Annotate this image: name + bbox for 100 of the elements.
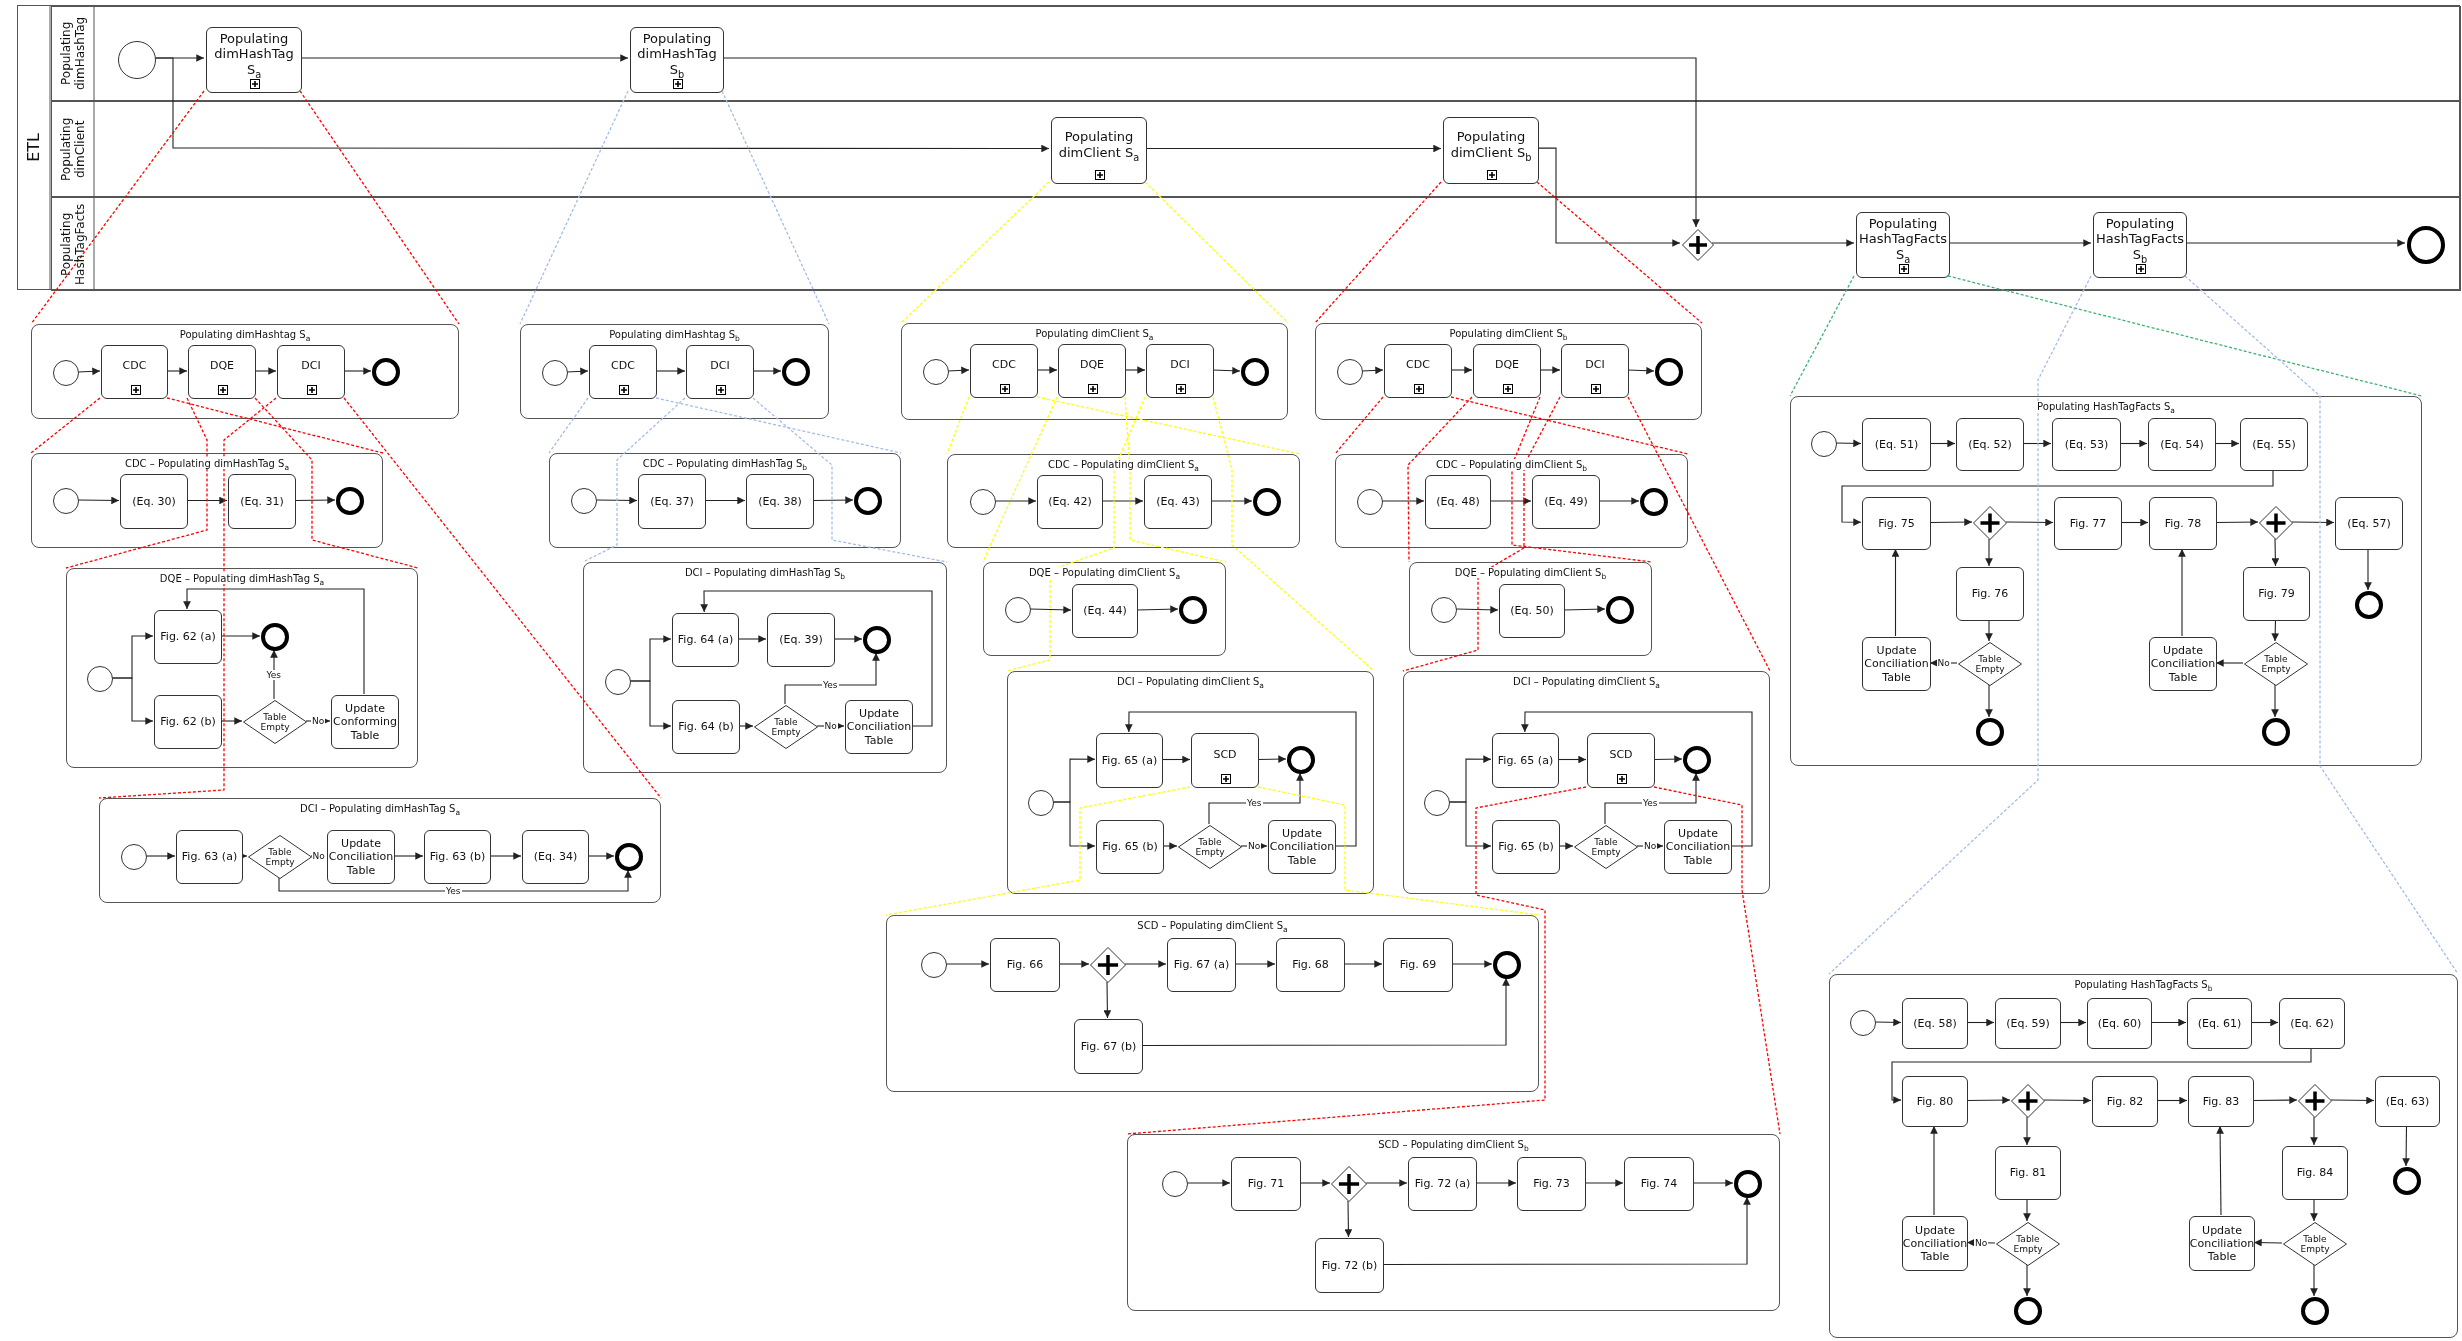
arrow (1966, 1018, 1995, 1027)
end-event-circle (863, 626, 891, 654)
arrow (1558, 842, 1574, 850)
end-event-circle (1606, 596, 1634, 624)
task-box (1532, 475, 1600, 529)
subprocess-title: Populating HashTagFacts S$_{a}$ (2035, 401, 2177, 412)
arrow (1563, 605, 1606, 614)
task-label: (Eq. 50) (1509, 604, 1555, 618)
decision-diamond (2283, 1222, 2347, 1266)
task-label: Fig. 63 (a) (180, 850, 239, 864)
arrow (2271, 619, 2280, 642)
task-label: Fig. 65 (a) (1100, 753, 1159, 768)
task-box (176, 830, 243, 884)
subprocess-title: DCI – Populating dimClient S$_{a}$ (1115, 676, 1266, 687)
subprocess-frame (1409, 562, 1652, 656)
connector-line (519, 90, 629, 325)
arrow (2022, 439, 2052, 448)
arrow (1136, 605, 1179, 614)
arrow (1210, 497, 1253, 505)
subprocess-title: Populating dimClient S$_{a}$ (1033, 328, 1156, 339)
task-label: DQE (1078, 358, 1106, 372)
subprocess-frame (1403, 671, 1770, 894)
swimlane (51, 197, 2461, 291)
task-box (522, 830, 589, 884)
task-box (746, 474, 814, 529)
task-box (1425, 475, 1491, 529)
connector-line (1627, 396, 1771, 672)
task-box (1074, 1019, 1143, 1074)
subprocess-frame (99, 798, 661, 903)
task-label: Fig. 81 (2008, 1166, 2048, 1180)
start-event-circle (121, 844, 147, 870)
start-event-circle (1424, 790, 1450, 816)
connector-line (946, 396, 970, 455)
arrow (393, 852, 424, 860)
decision-label: Table Empty (770, 717, 802, 737)
subprocess-frame (886, 915, 1539, 1092)
task-box (2054, 497, 2122, 550)
arrow (2214, 439, 2240, 448)
task-label: (Eq. 48) (1435, 495, 1481, 509)
arrow (2150, 1018, 2187, 1027)
arrow (1124, 366, 1146, 374)
connector-line (343, 397, 662, 799)
end-event-circle (1683, 746, 1711, 774)
gateway-diamond (2011, 1084, 2045, 1118)
arrow (1162, 842, 1178, 850)
task-box (686, 345, 754, 399)
subprocess-title: DCI – Populating dimHashTag S$_{a}$ (297, 803, 463, 814)
task-box (2092, 1076, 2158, 1127)
start-event-circle (1811, 431, 1837, 457)
arrow (700, 590, 933, 727)
arrow (1212, 366, 1241, 375)
task-label: Populating HashTagFacts S$_{a}$ (1858, 215, 1948, 263)
task-box (1995, 1146, 2061, 1200)
arrow (1584, 1179, 1624, 1187)
task-label: Fig. 79 (2257, 587, 2296, 601)
task-box (1956, 418, 2024, 471)
task-label: Populating dimClient S$_{b}$ (1449, 128, 1533, 161)
task-box (2243, 567, 2310, 621)
start-event-circle (923, 359, 949, 385)
task-label: (Eq. 37) (649, 494, 695, 509)
connector-line (582, 397, 686, 563)
connector-line (1536, 181, 1703, 324)
arrow (254, 367, 277, 375)
arrow (595, 496, 638, 505)
subprocess-title: CDC – Populating dimClient S$_{b}$ (1433, 459, 1590, 470)
arrow (1627, 366, 1655, 375)
end-event-circle (615, 843, 643, 871)
decision-diamond (754, 705, 818, 749)
connector-line (1402, 396, 1561, 672)
task-box (1144, 475, 1212, 529)
arrow (587, 852, 615, 860)
task-box (2279, 998, 2345, 1049)
arrow (1029, 605, 1072, 614)
lane-label: Populating HashTagFacts (60, 202, 88, 287)
subprocess-title: Populating dimHashtag S$_{b}$ (607, 329, 742, 340)
gateway-diamond (1682, 229, 1714, 261)
end-event-circle (1640, 488, 1668, 516)
end-event-circle (782, 358, 810, 386)
task-label: Fig. 75 (1877, 516, 1916, 531)
task-box (1315, 1238, 1384, 1293)
subprocess-frame (1829, 974, 2458, 1338)
arrow (1141, 977, 1510, 1047)
arrow (812, 496, 854, 504)
start-event-circle (118, 41, 156, 79)
start-event-circle (542, 360, 568, 386)
connector-line (1126, 786, 1587, 1135)
decision-diamond (1958, 642, 2022, 686)
connector-line (30, 397, 101, 454)
end-event-circle (1179, 596, 1207, 624)
task-box (1499, 584, 1565, 638)
start-event-circle (605, 669, 631, 695)
task-label: Update Conciliation Table (1863, 644, 1930, 684)
subprocess-title: DQE – Populating dimHashTag S$_{a}$ (157, 573, 327, 584)
decision-diamond (243, 700, 307, 744)
task-label: (Eq. 55) (2251, 437, 2297, 452)
connector-line (254, 397, 419, 569)
arrow (1835, 439, 1862, 448)
task-box (2093, 212, 2187, 278)
task-box (1383, 938, 1453, 992)
task-label: Fig. 73 (1532, 1177, 1571, 1191)
